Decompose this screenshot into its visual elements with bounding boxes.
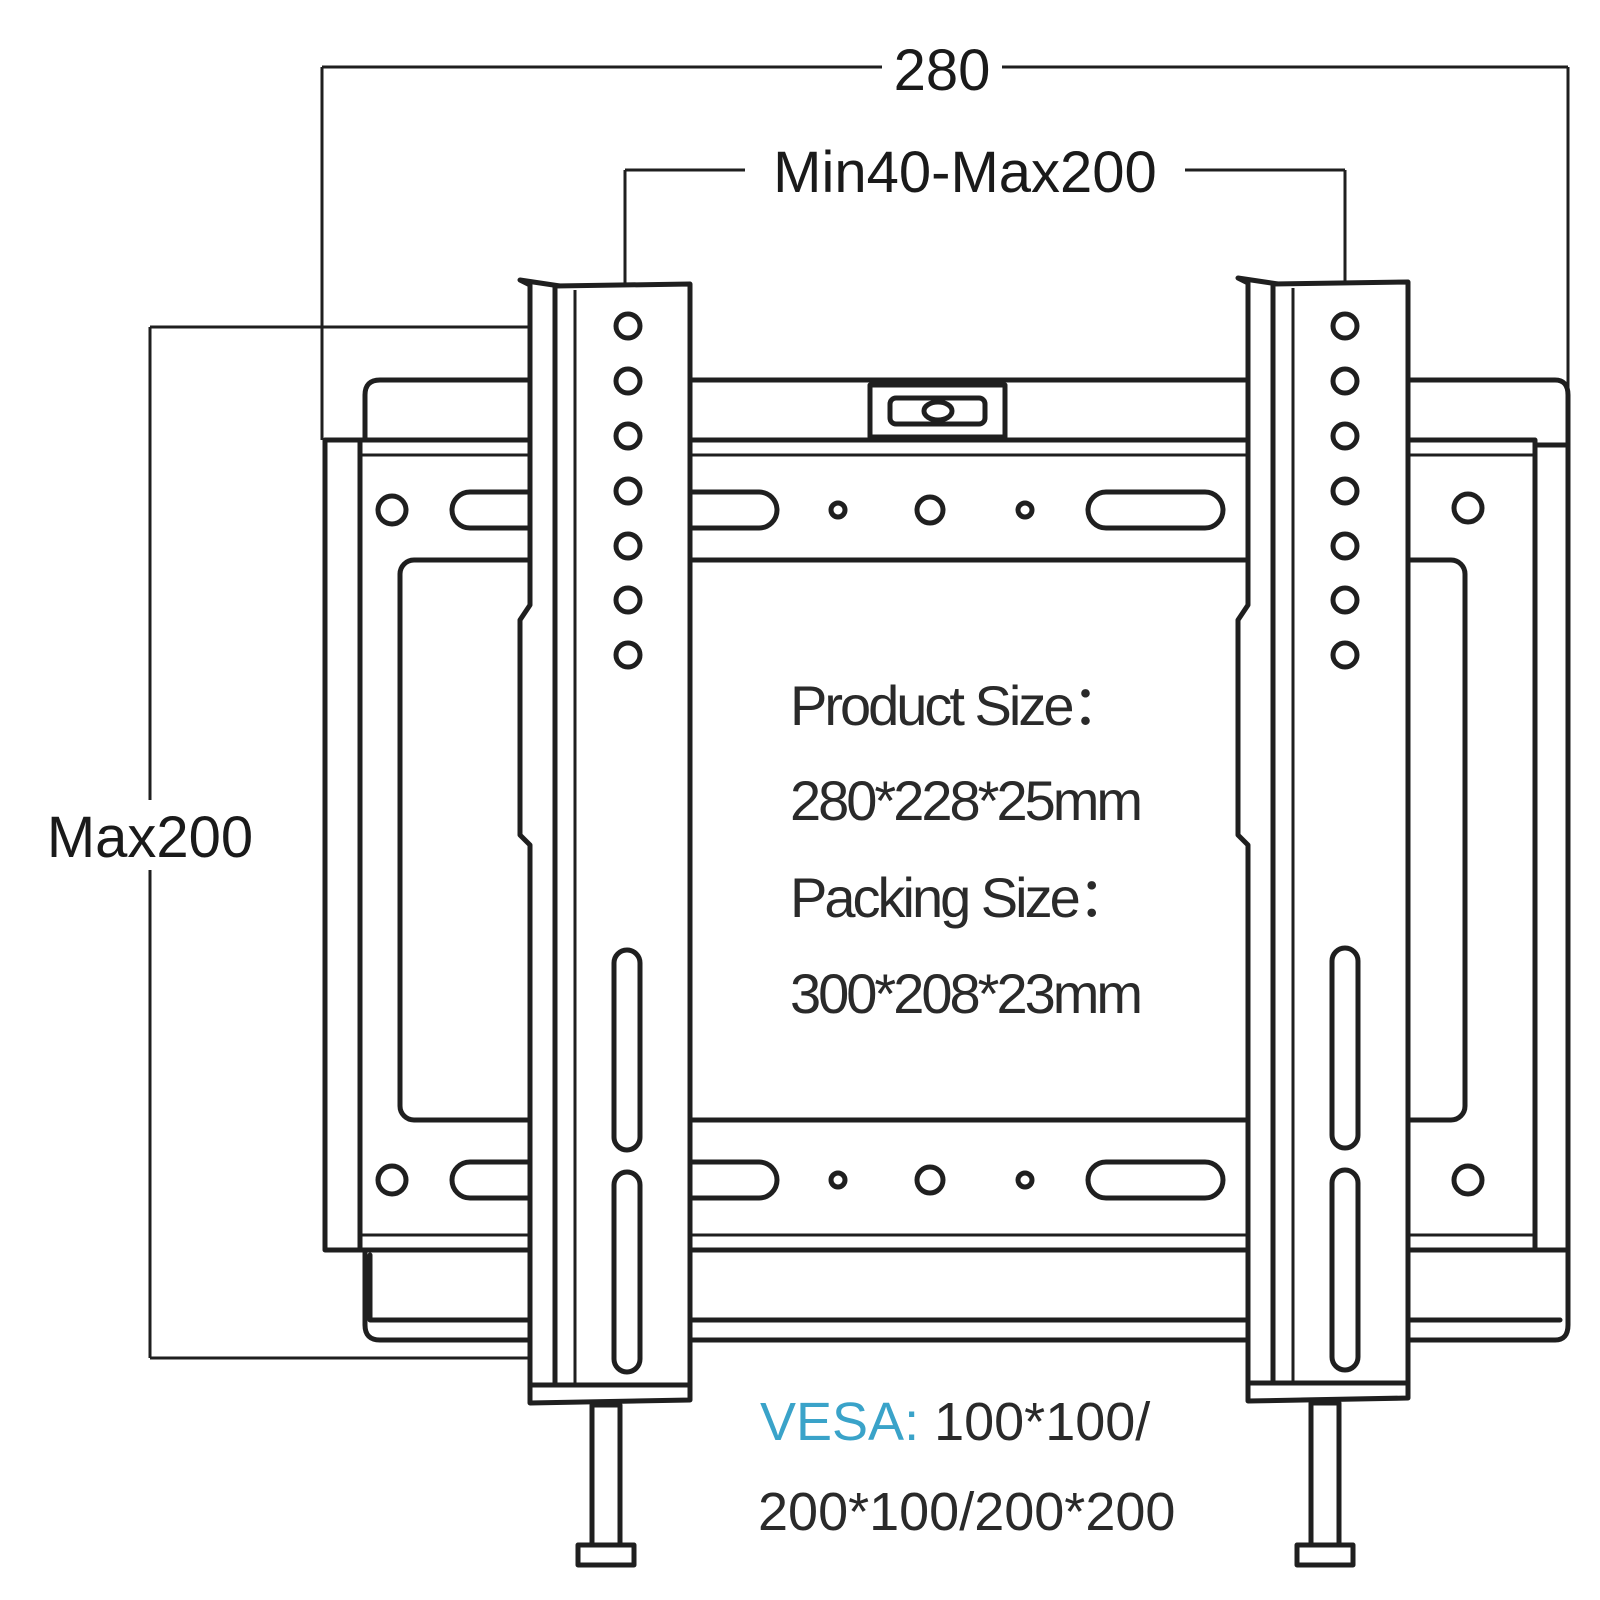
vesa-label: VESA: bbox=[760, 1392, 919, 1452]
plate-hole bbox=[1451, 491, 1485, 525]
plate-hole bbox=[1015, 500, 1035, 520]
vesa-line2: 200*100/200*200 bbox=[758, 1482, 1175, 1542]
right-bracket-arm bbox=[1235, 275, 1411, 1568]
packing-size-label: Packing Size： bbox=[790, 866, 1131, 929]
width-label: 280 bbox=[894, 38, 991, 103]
plate-hole bbox=[1015, 1170, 1035, 1190]
svg-text:VESA: 100*100/: VESA: 100*100/ bbox=[760, 1392, 1150, 1452]
product-specs: Product Size： 280*228*25mm Packing Size：… bbox=[790, 674, 1143, 1025]
packing-size-value: 300*208*23mm bbox=[790, 962, 1140, 1025]
vesa-line1: 100*100/ bbox=[919, 1392, 1150, 1452]
plate-hole bbox=[828, 500, 848, 520]
vesa-horizontal-label: Min40-Max200 bbox=[773, 140, 1157, 205]
arm-slot bbox=[611, 947, 643, 1153]
arm-slot bbox=[611, 1169, 643, 1375]
plate-hole bbox=[828, 1170, 848, 1190]
plate-slot bbox=[1085, 489, 1226, 531]
vesa-vertical-dimension: Max200 bbox=[30, 325, 640, 1360]
left-bracket-arm bbox=[517, 277, 693, 1568]
arm-slot bbox=[1329, 1167, 1361, 1373]
plate-hole bbox=[375, 493, 409, 527]
vesa-horizontal-dimension: Min40-Max200 bbox=[623, 135, 1347, 300]
plate-hole bbox=[375, 1163, 409, 1197]
vesa-vertical-label: Max200 bbox=[47, 805, 253, 870]
product-size-value: 280*228*25mm bbox=[790, 769, 1140, 832]
width-dimension: 280 bbox=[320, 35, 1570, 440]
plate-hole bbox=[1451, 1163, 1485, 1197]
plate-slot bbox=[1085, 1159, 1226, 1201]
bubble-level-icon bbox=[867, 382, 1008, 440]
plate-hole bbox=[914, 1164, 946, 1196]
product-size-label: Product Size： bbox=[790, 674, 1125, 737]
plate-hole bbox=[914, 494, 946, 526]
vesa-specs: VESA: 100*100/ 200*100/200*200 bbox=[758, 1392, 1175, 1542]
arm-slot bbox=[1329, 945, 1361, 1151]
